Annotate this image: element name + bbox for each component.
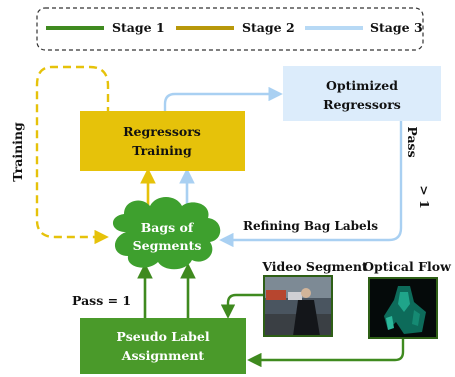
regressors-training-line2: Training: [132, 143, 192, 158]
optimized-regressors-line1: Optimized: [326, 78, 398, 93]
legend: Stage 1 Stage 2 Stage 3: [36, 7, 424, 51]
pass-gt-1-label-line1: Pass: [405, 126, 420, 157]
legend-label-stage-3: Stage 3: [370, 20, 423, 35]
bags-line1: Bags of: [141, 220, 195, 235]
training-loop-arrow: [35, 65, 110, 245]
bags-of-segments-node: Bags of Segments: [112, 197, 221, 270]
refining-bag-labels-label: Refining Bag Labels: [243, 219, 378, 233]
optimized-regressors-box: [283, 66, 441, 121]
legend-box: [36, 7, 424, 51]
pseudo-label-assignment-node: Pseudo Label Assignment: [80, 318, 246, 374]
regressors-training-line1: Regressors: [123, 124, 201, 139]
optimized-regressors-node: Optimized Regressors: [283, 66, 441, 121]
optical-flow-label: Optical Flow: [363, 259, 452, 274]
video-to-pseudo-arrow: [220, 293, 264, 319]
regressors-training-box: [80, 111, 245, 171]
pass-gt-1-label-line2: > 1: [417, 185, 432, 209]
to-optimized-arrow: [163, 86, 283, 111]
optical-flow-node: Optical Flow: [363, 259, 452, 339]
legend-label-stage-1: Stage 1: [112, 20, 165, 35]
optimized-regressors-line2: Regressors: [323, 97, 401, 112]
optical-flow-thumbnail-icon: [368, 277, 438, 339]
training-label: Training: [10, 122, 25, 182]
video-segment-node: Video Segment: [261, 259, 368, 337]
pseudo-label-box: [80, 318, 246, 374]
refining-arrow: [219, 121, 403, 248]
regressors-training-node: Regressors Training: [80, 111, 245, 171]
pass-1-label: Pass = 1: [72, 293, 131, 308]
legend-label-stage-2: Stage 2: [242, 20, 295, 35]
bags-line2: Segments: [133, 238, 202, 253]
pseudo-label-line1: Pseudo Label: [116, 329, 209, 344]
flow-to-pseudo-arrow: [247, 338, 405, 368]
video-segment-label: Video Segment: [261, 259, 368, 274]
pseudo-label-line2: Assignment: [121, 348, 205, 363]
bags-cloud-shape: [112, 197, 221, 270]
video-frame-thumbnail-icon: [263, 275, 333, 337]
